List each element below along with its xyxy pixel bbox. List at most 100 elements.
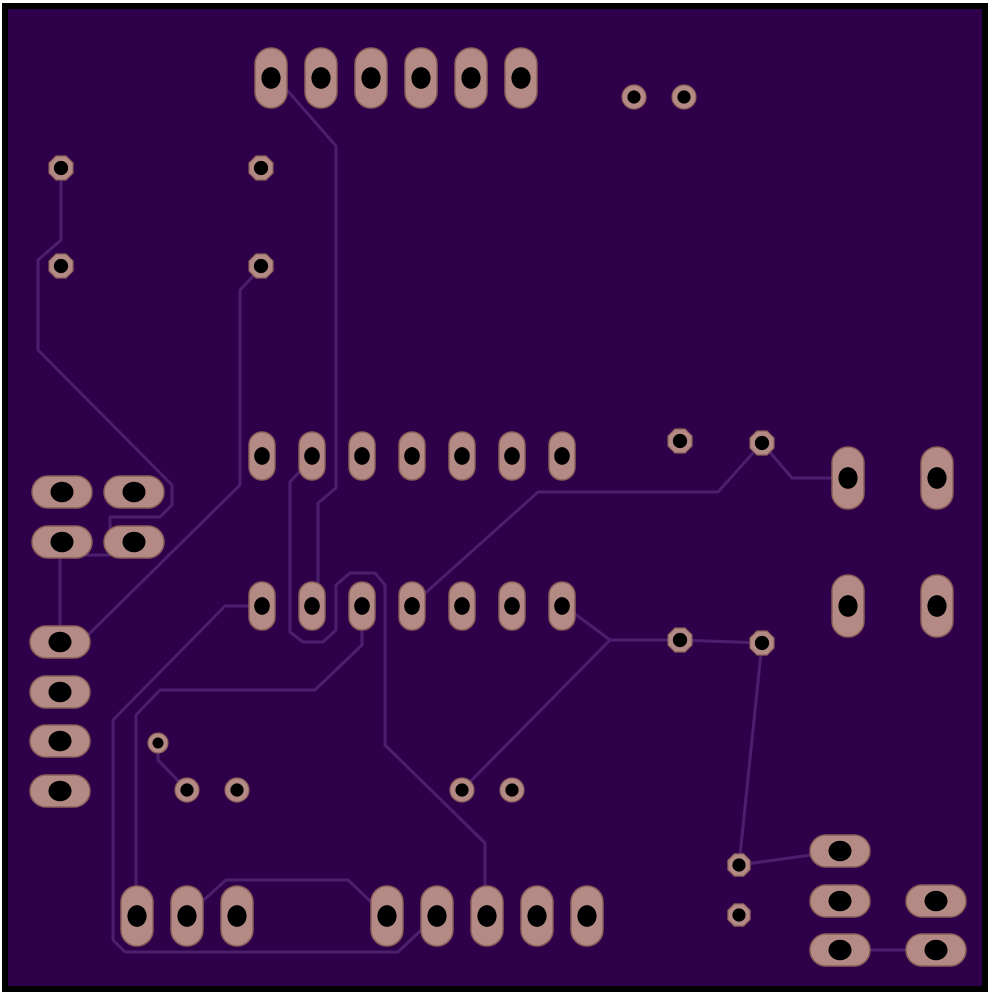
- drill-hole: [404, 447, 420, 465]
- drill-hole: [177, 905, 197, 927]
- ic-pin-top-row: [498, 431, 526, 481]
- small-via: [174, 777, 200, 803]
- drill-hole: [411, 67, 431, 89]
- drill-hole: [454, 597, 470, 615]
- left-2x2-pin: [31, 525, 93, 559]
- drill-hole: [828, 840, 852, 862]
- left-2x2-pin: [103, 525, 165, 559]
- drill-hole: [672, 433, 688, 449]
- via-hole: [627, 90, 641, 104]
- drill-hole: [377, 905, 397, 927]
- drill-hole: [838, 595, 858, 617]
- left-column-pin: [29, 675, 91, 709]
- drill-hole: [48, 780, 72, 802]
- drill-hole: [527, 905, 547, 927]
- bottom-middle-header-pin: [470, 885, 504, 947]
- small-octagon-pad: [727, 853, 751, 877]
- left-octagon-pad: [248, 253, 274, 279]
- drill-hole: [732, 908, 746, 922]
- drill-hole: [504, 447, 520, 465]
- ic-pin-top-row: [548, 431, 576, 481]
- ic-pin-top-row: [298, 431, 326, 481]
- top-header-pin: [504, 47, 538, 109]
- left-column-pin: [29, 625, 91, 659]
- drill-hole: [732, 858, 746, 872]
- drill-hole: [122, 531, 146, 553]
- left-octagon-pad: [248, 155, 274, 181]
- trace: [134, 628, 364, 917]
- drill-hole: [311, 67, 331, 89]
- ic-pin-bottom-row: [398, 581, 426, 631]
- pad-layer: [29, 47, 967, 967]
- right-connector-pin: [920, 446, 954, 510]
- drill-hole: [53, 160, 69, 176]
- drill-hole: [254, 597, 270, 615]
- via-hole: [505, 783, 519, 797]
- drill-hole: [554, 597, 570, 615]
- trace: [111, 604, 438, 954]
- bottom-right-pin: [809, 834, 871, 868]
- trace: [36, 166, 174, 642]
- right-connector-pin: [920, 574, 954, 638]
- right-connector-pin: [831, 446, 865, 510]
- via-hole: [230, 783, 244, 797]
- ic-pin-bottom-row: [298, 581, 326, 631]
- drill-hole: [477, 905, 497, 927]
- board-substrate: [2, 3, 988, 992]
- bottom-middle-header-pin: [370, 885, 404, 947]
- drill-hole: [53, 258, 69, 274]
- ic-pin-bottom-row: [448, 581, 476, 631]
- drill-hole: [927, 595, 947, 617]
- drill-hole: [354, 597, 370, 615]
- drill-hole: [50, 531, 74, 553]
- drill-hole: [361, 67, 381, 89]
- bottom-middle-header-pin: [520, 885, 554, 947]
- drill-hole: [48, 631, 72, 653]
- trace: [561, 603, 764, 645]
- drill-hole: [454, 447, 470, 465]
- drill-hole: [48, 681, 72, 703]
- ic-pin-bottom-row: [548, 581, 576, 631]
- left-octagon-pad: [48, 253, 74, 279]
- drill-hole: [828, 890, 852, 912]
- trace: [184, 878, 388, 918]
- ic-pin-bottom-row: [248, 581, 276, 631]
- drill-hole: [927, 467, 947, 489]
- bottom-left-header-pin: [170, 885, 204, 947]
- bottom-right-pin: [905, 933, 967, 967]
- drill-hole: [554, 447, 570, 465]
- drill-hole: [924, 939, 948, 961]
- drill-hole: [672, 632, 688, 648]
- right-octagon-pad: [749, 630, 775, 656]
- left-2x2-pin: [31, 475, 93, 509]
- ic-pin-top-row: [448, 431, 476, 481]
- trace: [460, 638, 612, 792]
- drill-hole: [461, 67, 481, 89]
- top-header-pin: [354, 47, 388, 109]
- drill-hole: [838, 467, 858, 489]
- ic-pin-bottom-row: [348, 581, 376, 631]
- bottom-middle-header-pin: [420, 885, 454, 947]
- bottom-left-header-pin: [220, 885, 254, 947]
- ic-pin-top-row: [398, 431, 426, 481]
- drill-hole: [754, 435, 770, 451]
- drill-hole: [48, 730, 72, 752]
- drill-hole: [122, 481, 146, 503]
- small-via: [449, 777, 475, 803]
- drill-hole: [754, 635, 770, 651]
- drill-hole: [127, 905, 147, 927]
- left-column-pin: [29, 774, 91, 808]
- small-via: [224, 777, 250, 803]
- ic-pin-bottom-row: [498, 581, 526, 631]
- top-right-via: [671, 84, 697, 110]
- trace: [81, 266, 263, 642]
- trace: [760, 441, 849, 480]
- drill-hole: [254, 447, 270, 465]
- via-hole: [455, 783, 469, 797]
- top-header-pin: [254, 47, 288, 109]
- drill-hole: [354, 447, 370, 465]
- drill-hole: [504, 597, 520, 615]
- trace: [288, 456, 487, 917]
- bottom-right-pin: [809, 884, 871, 918]
- drill-hole: [427, 905, 447, 927]
